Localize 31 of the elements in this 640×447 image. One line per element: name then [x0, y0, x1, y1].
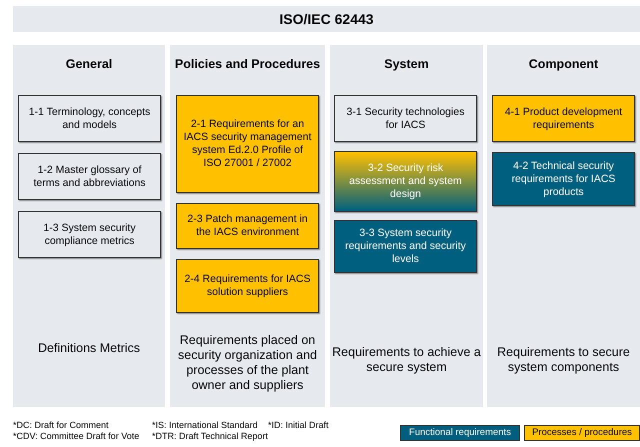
footnote: *IS: International Standard — [152, 420, 258, 430]
standard-box: 1-1 Terminology, concepts and models — [18, 95, 161, 142]
standard-box: 4-2 Technical security requirements for IACS products — [492, 152, 635, 206]
legend-swatch: Functional requirements — [400, 425, 520, 441]
column-heading: General — [64, 57, 114, 71]
column-summary: Requirements to achieve a secure system — [332, 345, 481, 375]
title: ISO/IEC 62443 — [278, 11, 375, 27]
standard-box: 2-3 Patch management in the IACS environment — [176, 203, 319, 249]
footnote: *ID: Initial Draft — [268, 420, 329, 430]
column-panel — [170, 45, 325, 407]
standard-box: 2-1 Requirements for an IACS security management system Ed.2.0 Profile of ISO 27001 / 27002 — [176, 95, 319, 193]
standard-box: 2-4 Requirements for IACS solution suppliers — [176, 259, 319, 313]
column-heading: Policies and Procedures — [174, 57, 322, 71]
standard-box: 1-3 System security compliance metrics — [18, 211, 161, 258]
column-heading: Component — [528, 57, 600, 71]
footnote: *DTR: Draft Technical Report — [152, 431, 268, 441]
footnote: *DC: Draft for Comment — [13, 420, 109, 430]
standard-box: 4-1 Product development requirements — [492, 95, 635, 142]
standard-box: 1-2 Master glossary of terms and abbreviations — [18, 153, 161, 200]
footnote: *CDV: Committee Draft for Vote — [13, 431, 140, 441]
standard-box: 3-1 Security technologies for IACS — [334, 95, 477, 142]
column-summary: Requirements to secure system components — [496, 345, 631, 375]
column-panel — [330, 45, 483, 407]
column-summary: Requirements placed on security organization and processes of the plant owner and suppliers — [177, 333, 318, 393]
standard-box: 3-3 System security requirements and security levels — [334, 220, 477, 273]
column-summary: Definitions Metrics — [36, 341, 142, 356]
legend-swatch: Processes / procedures — [524, 425, 640, 441]
column-heading: System — [383, 57, 430, 71]
column-panel — [13, 45, 165, 407]
column-panel — [487, 45, 640, 407]
standard-box: 3-2 Security risk assessment and system design — [334, 151, 477, 212]
